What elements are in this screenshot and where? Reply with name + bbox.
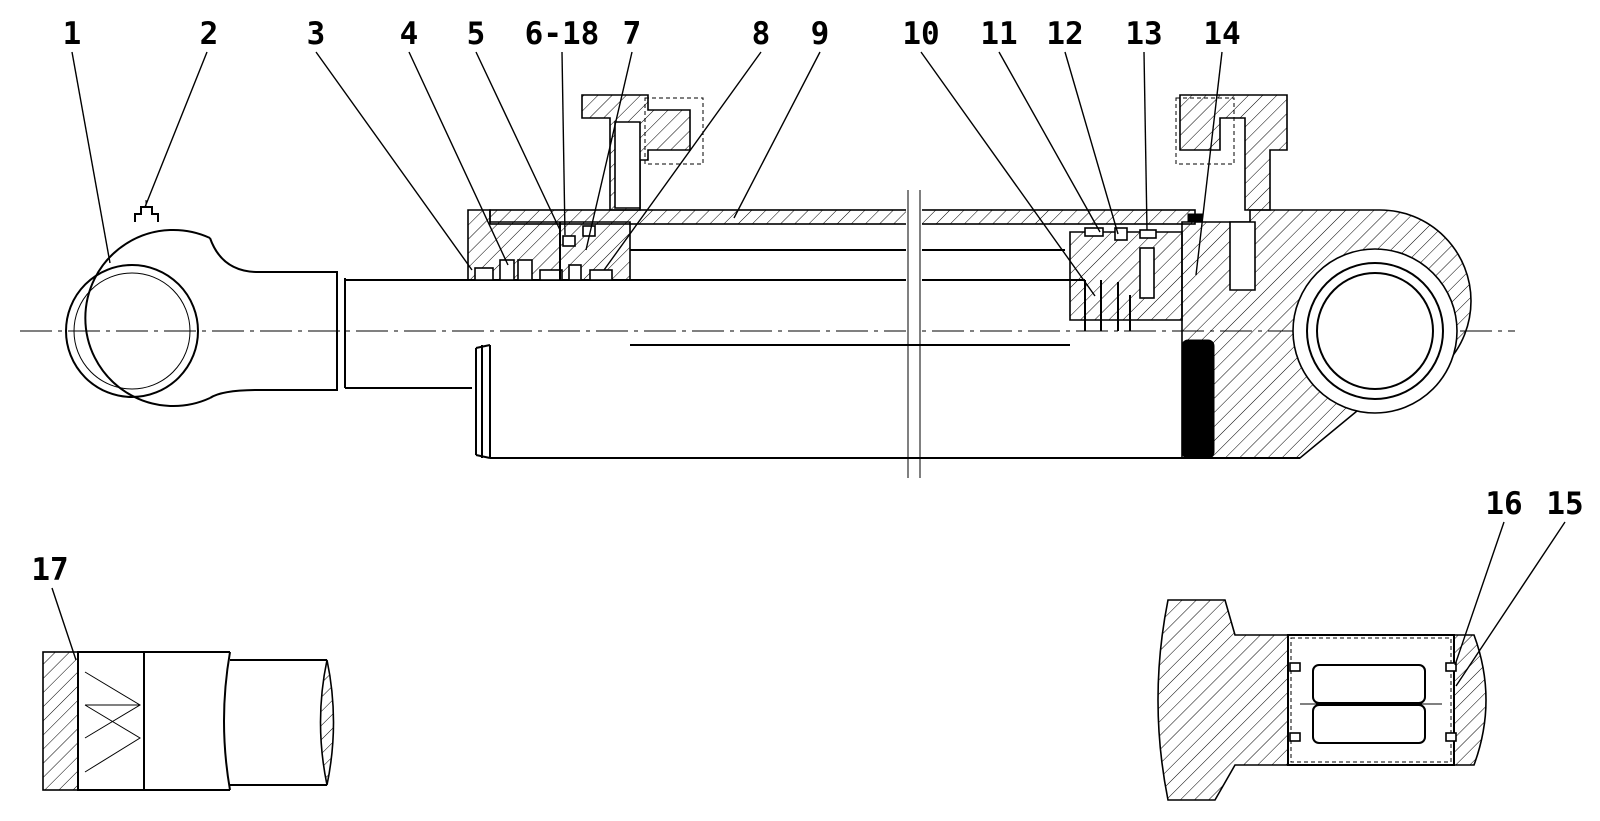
label-4: 4 xyxy=(400,16,419,52)
label-6-18: 6-18 xyxy=(525,16,600,52)
part-labels: 1 2 3 4 5 6-18 7 8 9 10 11 12 13 14 16 1… xyxy=(31,16,1583,588)
label-2: 2 xyxy=(200,16,219,52)
barrel-lower-outline xyxy=(475,339,1300,459)
label-10: 10 xyxy=(902,16,939,52)
label-11: 11 xyxy=(980,16,1017,52)
detail-view-15-16 xyxy=(1157,521,1566,801)
leader-lines-main xyxy=(71,51,1223,297)
label-3: 3 xyxy=(307,16,326,52)
rear-oil-port xyxy=(1175,94,1288,211)
label-1: 1 xyxy=(63,16,82,52)
rear-head xyxy=(1181,209,1472,459)
piston-assembly xyxy=(1069,227,1183,331)
label-8: 8 xyxy=(752,16,771,52)
label-9: 9 xyxy=(811,16,830,52)
label-14: 14 xyxy=(1203,16,1240,52)
label-15: 15 xyxy=(1546,486,1583,522)
rod-eye xyxy=(65,200,338,407)
label-5: 5 xyxy=(467,16,486,52)
front-oil-port xyxy=(581,94,704,211)
label-16: 16 xyxy=(1485,486,1522,522)
main-assembly xyxy=(20,51,1515,480)
label-13: 13 xyxy=(1125,16,1162,52)
detail-view-17 xyxy=(42,587,335,791)
piston-rod xyxy=(336,276,1085,390)
cylinder-barrel xyxy=(489,190,1196,480)
label-7: 7 xyxy=(623,16,642,52)
label-17: 17 xyxy=(31,552,68,588)
label-12: 12 xyxy=(1046,16,1083,52)
